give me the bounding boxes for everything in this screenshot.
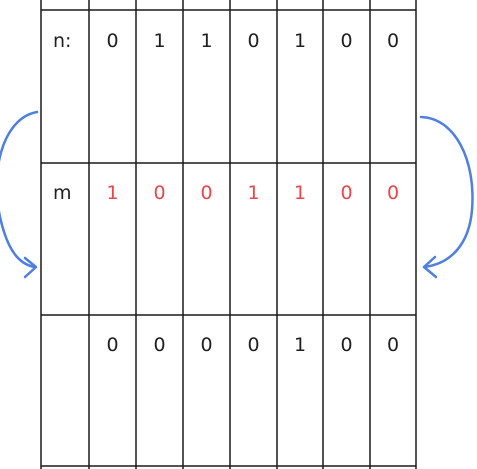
bit-cell-r2-c1: 1 — [106, 182, 119, 204]
bit-cell-r2-c3: 0 — [200, 182, 213, 204]
bit-cell-r2-c5: 1 — [293, 182, 307, 204]
bit-cell-r1-c3: 1 — [200, 30, 213, 52]
bit-cell-r3-c6: 0 — [340, 334, 353, 356]
bit-cell-r1-c2: 1 — [153, 30, 166, 52]
bit-cell-r2-c7: 0 — [386, 182, 400, 204]
bit-cell-r1-c5: 1 — [293, 30, 307, 52]
bit-cell-r3-c5: 1 — [293, 334, 307, 356]
row-label-n: n: — [53, 30, 72, 52]
left-curved-arrow — [0, 110, 39, 269]
bit-cell-r1-c6: 0 — [340, 30, 353, 52]
bit-cell-r2-c4: 1 — [247, 182, 260, 204]
row-label-m: m — [53, 182, 72, 204]
bit-cell-r3-c3: 0 — [200, 334, 213, 356]
bit-cell-r1-c7: 0 — [386, 30, 400, 52]
bit-cell-r3-c7: 0 — [386, 334, 400, 356]
bit-cell-r3-c4: 0 — [247, 334, 260, 356]
bit-cell-r3-c1: 0 — [106, 334, 119, 356]
bit-cell-r2-c6: 0 — [340, 182, 353, 204]
bit-cell-r1-c1: 0 — [106, 30, 119, 52]
bit-cell-r2-c2: 0 — [153, 182, 166, 204]
right-arrowhead-icon — [422, 255, 438, 279]
bit-cell-r1-c4: 0 — [247, 30, 260, 52]
right-curved-arrow — [419, 115, 474, 269]
left-arrowhead-icon — [23, 256, 38, 279]
bit-cell-r3-c2: 0 — [153, 334, 166, 356]
